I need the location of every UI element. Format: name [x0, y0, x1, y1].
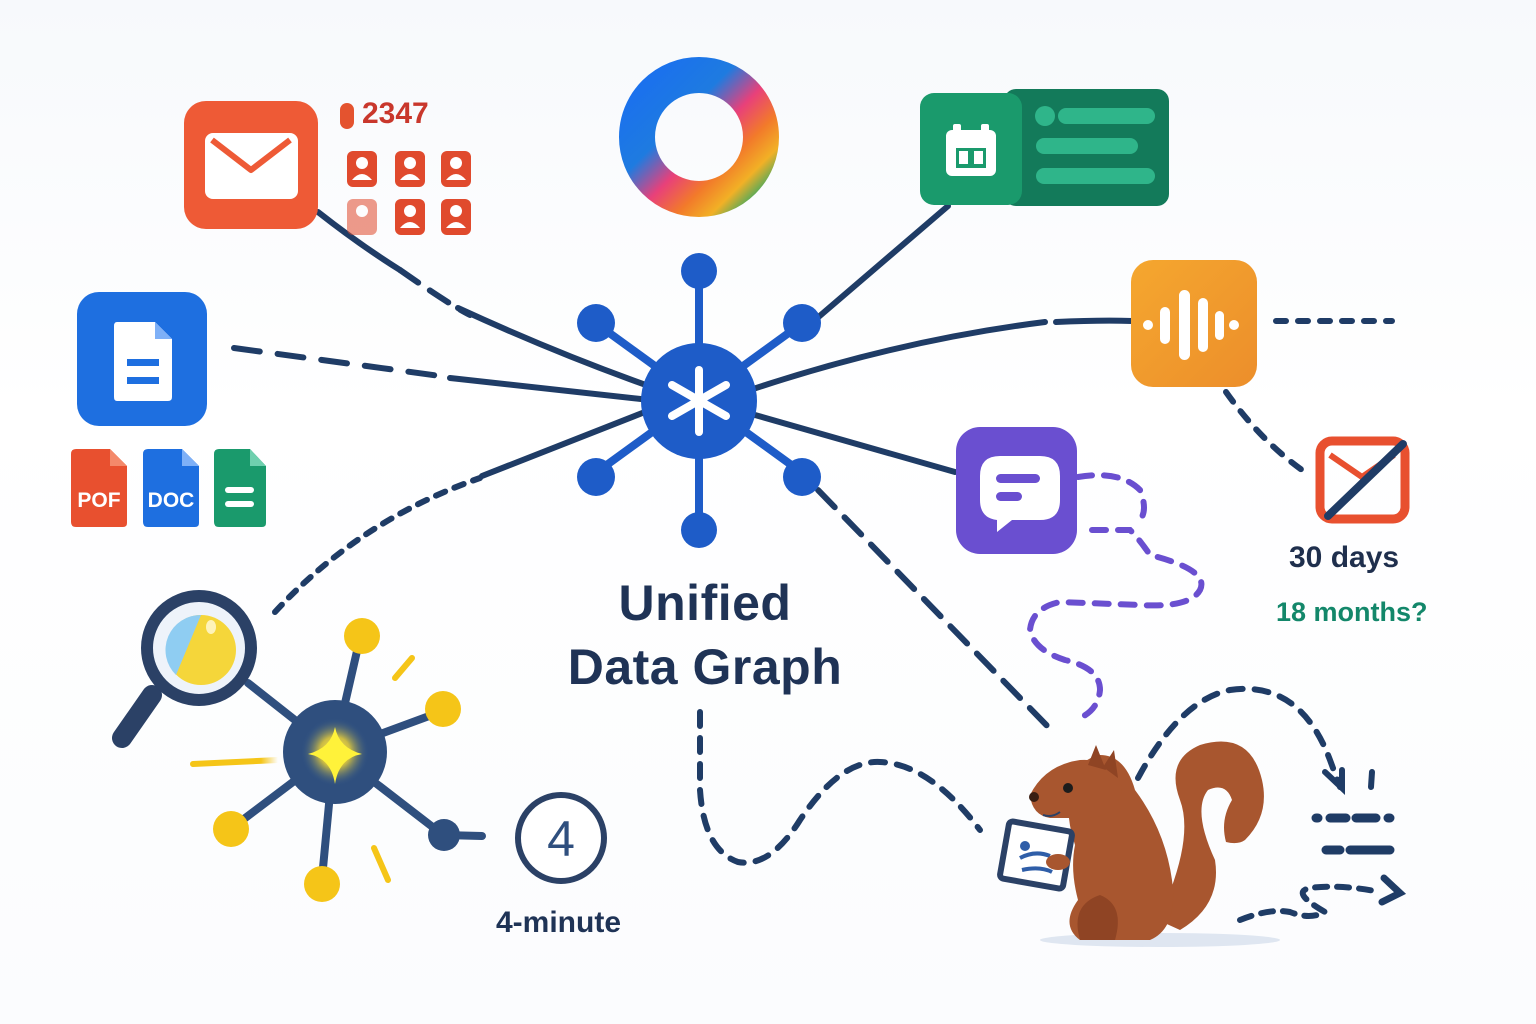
timer-label: 4-minute [496, 906, 622, 939]
arrow-head-bottom [1378, 874, 1407, 906]
connector-email [315, 209, 403, 273]
contact-icon [441, 151, 471, 187]
file-doc-icon[interactable]: DOC [143, 449, 199, 527]
connector-tail-arc [1135, 685, 1343, 790]
contact-icon [395, 151, 425, 187]
email-source[interactable] [184, 101, 471, 235]
contact-icon [441, 199, 471, 235]
search-graph: 4 [112, 590, 607, 902]
connector-calendar [812, 203, 951, 323]
hub-node[interactable] [577, 458, 615, 496]
graph-node[interactable] [344, 618, 380, 654]
timer-value: 4 [547, 811, 575, 867]
file-doc-label: DOC [148, 489, 195, 512]
document-icon [114, 322, 172, 401]
hub-node[interactable] [577, 304, 615, 342]
envelope-icon [205, 133, 298, 199]
connector-audio-2 [1053, 317, 1135, 325]
chat-path [1026, 472, 1205, 723]
page-title-line-2: Data Graph [567, 639, 843, 695]
magnifier-icon[interactable] [112, 590, 257, 748]
event-list-lines [1035, 106, 1155, 184]
asterisk-hub-icon [668, 366, 730, 436]
chat-bubble-icon [980, 456, 1060, 532]
central-hub[interactable] [577, 253, 821, 548]
connector-audio-retention [1223, 389, 1305, 473]
hub-node[interactable] [681, 253, 717, 289]
contact-icon [347, 151, 377, 187]
hub-nodes [577, 253, 821, 548]
graph-node-dark[interactable] [428, 819, 460, 851]
connector-squirrel [815, 487, 1059, 738]
sparkle-icon [308, 727, 362, 784]
connector-chat [752, 412, 958, 475]
hub-node[interactable] [681, 512, 717, 548]
graph-node[interactable] [213, 811, 249, 847]
retention-indicator [1315, 436, 1410, 524]
gradient-ring-icon [619, 57, 779, 217]
connectors [231, 203, 1407, 923]
file-pdf-icon[interactable]: POF [71, 449, 127, 527]
file-sheet-icon[interactable] [214, 449, 266, 527]
hub-node[interactable] [783, 304, 821, 342]
audio-source[interactable] [1131, 260, 1257, 387]
connector-search-dotted [272, 475, 483, 615]
page-title-line-1: Unified [618, 575, 792, 631]
connector-search-solid [479, 407, 653, 479]
calendar-source[interactable] [920, 89, 1169, 206]
connector-bottom-arrow [1237, 883, 1383, 923]
contact-icon [395, 199, 425, 235]
connector-title-squiggle [697, 709, 983, 866]
mail-crossed-out-icon [1315, 436, 1410, 524]
yellow-spark-line [371, 845, 391, 883]
connector-audio [747, 319, 1048, 393]
arrow-stub [1368, 769, 1375, 790]
connector-docs-dashed [231, 345, 443, 379]
audio-app-tile[interactable] [1131, 260, 1257, 387]
contact-icon-faded [347, 199, 377, 235]
connector-docs-solid [447, 375, 653, 403]
graph-node[interactable] [425, 691, 461, 727]
documents-source[interactable]: POF DOC [71, 292, 266, 527]
timer-badge: 4 [515, 792, 607, 884]
retention-long-label: 18 months? [1276, 597, 1428, 627]
yellow-streak [190, 757, 281, 767]
count-badge-pill [340, 103, 354, 129]
arrow-head-top [1322, 767, 1345, 795]
connector-email-solid [455, 305, 663, 393]
graph-node[interactable] [304, 866, 340, 902]
email-count: 2347 [362, 97, 429, 130]
yellow-nodes [213, 618, 461, 902]
chat-source[interactable] [956, 427, 1077, 554]
retention-short-label: 30 days [1289, 541, 1400, 574]
hub-node[interactable] [783, 458, 821, 496]
file-pdf-label: POF [77, 489, 120, 512]
contact-grid [347, 151, 471, 235]
squirrel-icon [997, 741, 1280, 947]
yellow-spark-line [392, 655, 415, 681]
audio-waveform-icon [1143, 290, 1239, 360]
calendar-icon [946, 124, 996, 176]
